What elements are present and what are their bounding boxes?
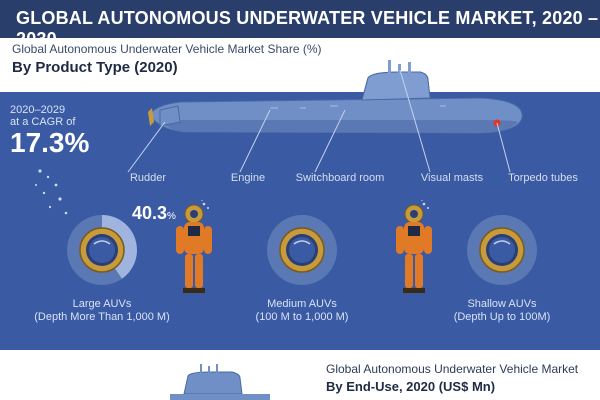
part-label-switchboard: Switchboard room [295, 172, 385, 184]
large-auv-share-sign: % [167, 211, 176, 222]
part-label-rudder: Rudder [129, 172, 167, 184]
bottom-chart-title: Global Autonomous Underwater Vehicle Mar… [326, 362, 579, 376]
chart-subtitle-bold: By Product Type (2020) [12, 59, 178, 76]
cagr-label: at a CAGR of [10, 116, 76, 128]
large-auv-share-arc [102, 215, 137, 279]
leader-line-masts [399, 69, 431, 173]
top-section [0, 38, 600, 92]
part-label-visual-masts: Visual masts [420, 172, 484, 184]
cagr-value: 17.3% [10, 127, 90, 158]
segment-large-range: (Depth More Than 1,000 M) [34, 311, 170, 323]
porthole-shallow-auv [467, 215, 537, 285]
segment-medium-name: Medium AUVs [267, 298, 337, 310]
large-auv-share: 40.3% [132, 203, 176, 224]
segment-label-shallow: Shallow AUVs (Depth Up to 100M) [432, 298, 572, 324]
diver-icon [396, 200, 432, 293]
leader-line-engine [239, 109, 271, 173]
header-banner: GLOBAL AUTONOMOUS UNDERWATER VEHICLE MAR… [0, 0, 600, 49]
large-auv-share-value: 40.3 [132, 203, 168, 223]
chart-subtitle: Global Autonomous Underwater Vehicle Mar… [12, 42, 322, 56]
bubbles-decoration [35, 169, 68, 215]
bottom-chart-subtitle: By End-Use, 2020 (US$ Mn) [326, 379, 496, 394]
leader-line-switchboard [314, 109, 346, 173]
leader-line-rudder [127, 121, 166, 173]
submarine-overlay [127, 60, 523, 173]
cagr-caption: 2020–2029 at a CAGR of [10, 104, 75, 128]
submarine-tower-small [170, 364, 270, 400]
porthole-medium-auv [267, 215, 337, 285]
segment-label-medium: Medium AUVs (100 M to 1,000 M) [232, 298, 372, 324]
segment-shallow-name: Shallow AUVs [467, 298, 537, 310]
diver-icon [176, 200, 212, 293]
cagr-years: 2020–2029 [10, 104, 66, 116]
segment-medium-range: (100 M to 1,000 M) [255, 311, 349, 323]
part-label-torpedo: Torpedo tubes [508, 172, 578, 184]
part-label-engine: Engine [230, 172, 266, 184]
bottom-section [0, 350, 600, 400]
segment-label-large: Large AUVs (Depth More Than 1,000 M) [22, 298, 182, 324]
segment-large-name: Large AUVs [72, 298, 132, 310]
leader-line-torpedo [496, 122, 511, 173]
porthole-large-auv [67, 215, 137, 285]
segment-shallow-range: (Depth Up to 100M) [453, 311, 551, 323]
